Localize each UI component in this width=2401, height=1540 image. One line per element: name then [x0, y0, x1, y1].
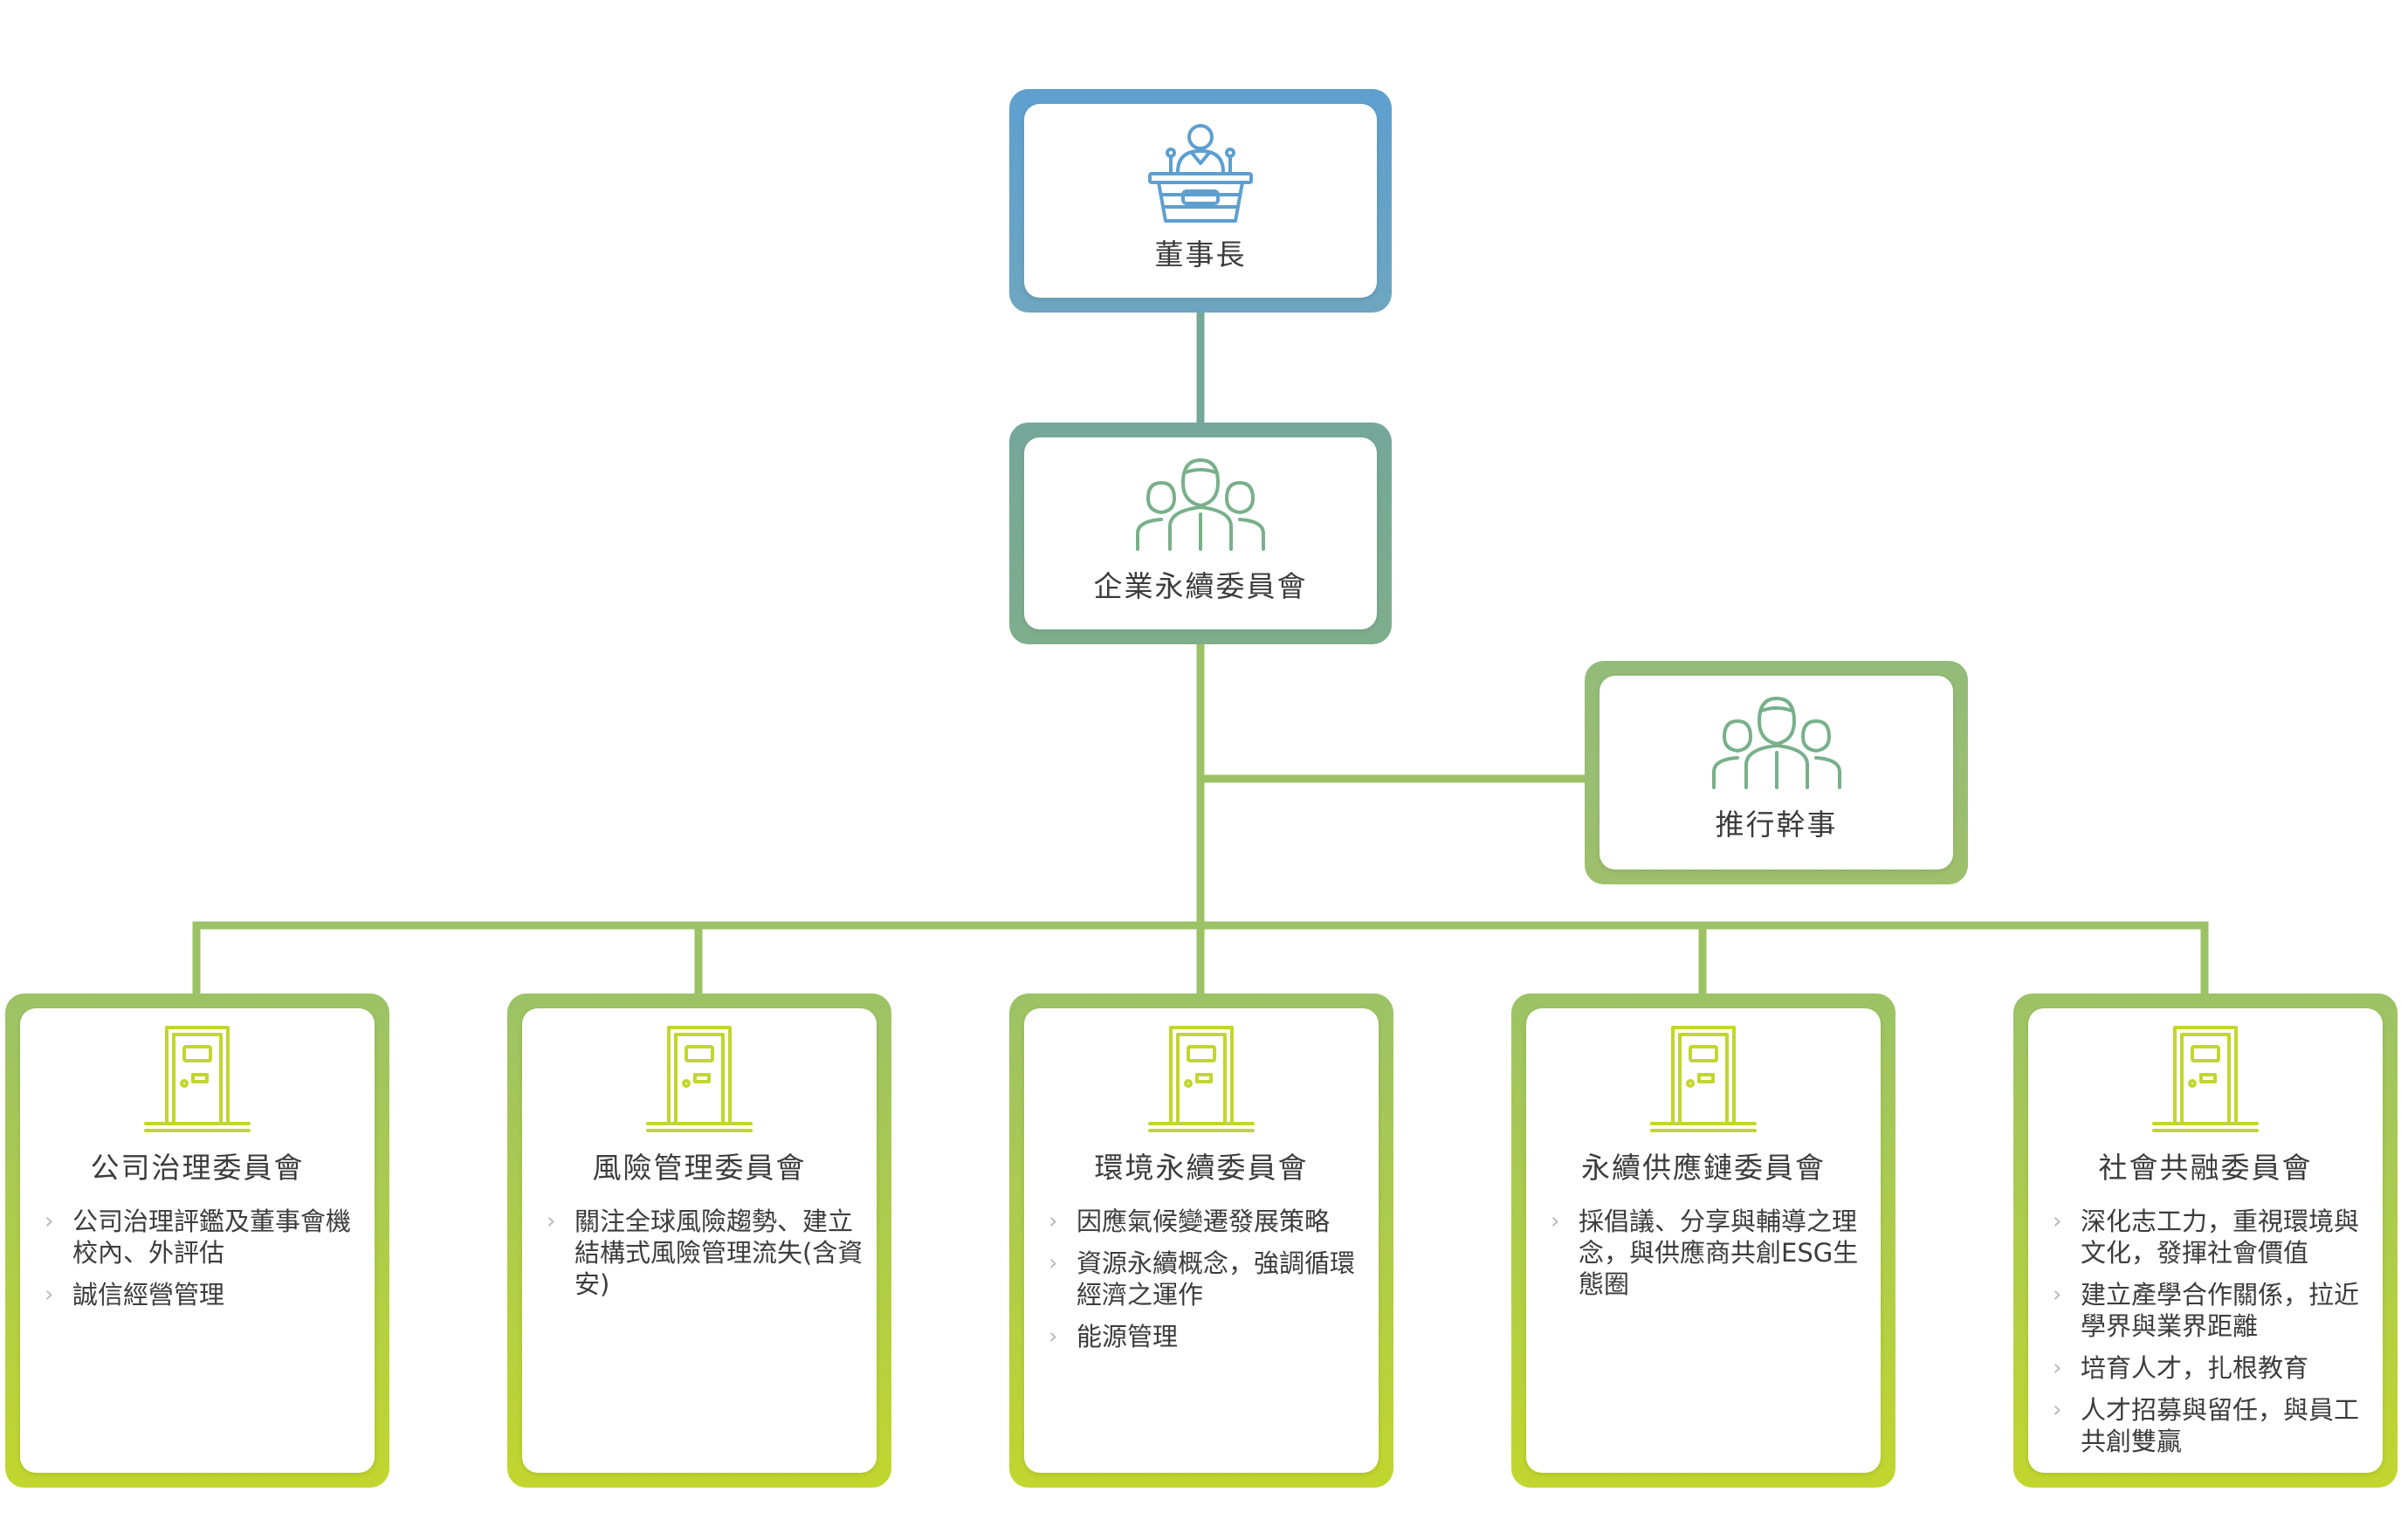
subcommittee-title: 永續供應鏈委員會: [1581, 1151, 1826, 1185]
door-icon: [646, 1026, 753, 1132]
chevron-right-icon: ›: [2053, 1208, 2062, 1234]
list-item: ›採倡議、分享與輔導之理念，與供應商共創ESG生態圈: [1551, 1207, 1859, 1299]
secretary-title: 推行幹事: [1715, 808, 1838, 842]
list-item: ›建立產學合作關係，拉近學界與業界距離: [2053, 1280, 2360, 1341]
list-item: ›能源管理: [1049, 1322, 1179, 1351]
chevron-right-icon: ›: [45, 1208, 54, 1234]
subcommittee-title: 社會共融委員會: [2098, 1151, 2313, 1185]
list-item: ›誠信經營管理: [45, 1280, 225, 1310]
chevron-right-icon: ›: [45, 1282, 54, 1308]
team-icon: [1711, 697, 1841, 789]
chairman-node: 董事長: [1009, 89, 1392, 313]
door-icon: [1650, 1026, 1757, 1132]
subcommittee-title: 環境永續委員會: [1094, 1151, 1309, 1185]
list-item: ›公司治理評鑑及董事會機校內、外評估: [45, 1207, 352, 1268]
chairman-title: 董事長: [1154, 237, 1247, 272]
bullet-list: ›關注全球風險趨勢、建立結構式風險管理流失(含資安): [522, 1206, 877, 1310]
bullet-list: ›深化志工力，重視環境與文化，發揮社會價值 ›建立產學合作關係，拉近學界與業界距…: [2028, 1206, 2383, 1468]
chevron-right-icon: ›: [1049, 1208, 1058, 1234]
door-icon: [144, 1026, 251, 1132]
committee-node: 企業永續委員會: [1009, 423, 1392, 644]
subcommittee-card: 永續供應鏈委員會 ›採倡議、分享與輔導之理念，與供應商共創ESG生態圈: [1511, 993, 1895, 1488]
speaker-podium-icon: [1148, 124, 1253, 223]
subcommittee-card: 公司治理委員會 ›公司治理評鑑及董事會機校內、外評估 ›誠信經營管理: [5, 993, 389, 1488]
list-item: ›因應氣候變遷發展策略: [1049, 1207, 1331, 1236]
chevron-right-icon: ›: [2053, 1282, 2062, 1308]
bullet-list: ›採倡議、分享與輔導之理念，與供應商共創ESG生態圈: [1526, 1206, 1881, 1310]
subcommittee-title: 公司治理委員會: [90, 1151, 305, 1185]
chevron-right-icon: ›: [547, 1208, 556, 1234]
chevron-right-icon: ›: [1049, 1250, 1058, 1276]
door-icon: [2152, 1026, 2259, 1132]
bullet-list: ›因應氣候變遷發展策略 ›資源永續概念，強調循環經濟之運作 ›能源管理: [1024, 1206, 1379, 1363]
list-item: ›關注全球風險趨勢、建立結構式風險管理流失(含資安): [547, 1207, 863, 1299]
team-icon: [1136, 458, 1265, 551]
committee-title: 企業永續委員會: [1093, 569, 1308, 603]
subcommittee-card: 社會共融委員會 ›深化志工力，重視環境與文化，發揮社會價值 ›建立產學合作關係，…: [2013, 993, 2398, 1488]
chevron-right-icon: ›: [2053, 1355, 2062, 1381]
secretary-node: 推行幹事: [1585, 661, 1968, 884]
chevron-right-icon: ›: [1049, 1323, 1058, 1350]
subcommittee-card: 風險管理委員會 ›關注全球風險趨勢、建立結構式風險管理流失(含資安): [507, 993, 891, 1488]
door-icon: [1148, 1026, 1255, 1132]
chevron-right-icon: ›: [2053, 1397, 2062, 1423]
subcommittee-title: 風險管理委員會: [592, 1151, 807, 1185]
subcommittee-card: 環境永續委員會 ›因應氣候變遷發展策略 ›資源永續概念，強調循環經濟之運作 ›能…: [1009, 993, 1393, 1488]
list-item: ›人才招募與留任，與員工共創雙贏: [2053, 1395, 2360, 1456]
bullet-list: ›公司治理評鑑及董事會機校內、外評估 ›誠信經營管理: [20, 1206, 375, 1321]
list-item: ›深化志工力，重視環境與文化，發揮社會價值: [2053, 1207, 2360, 1268]
chevron-right-icon: ›: [1551, 1208, 1560, 1234]
list-item: ›資源永續概念，強調循環經濟之運作: [1049, 1248, 1356, 1310]
list-item: ›培育人才，扎根教育: [2053, 1353, 2309, 1383]
